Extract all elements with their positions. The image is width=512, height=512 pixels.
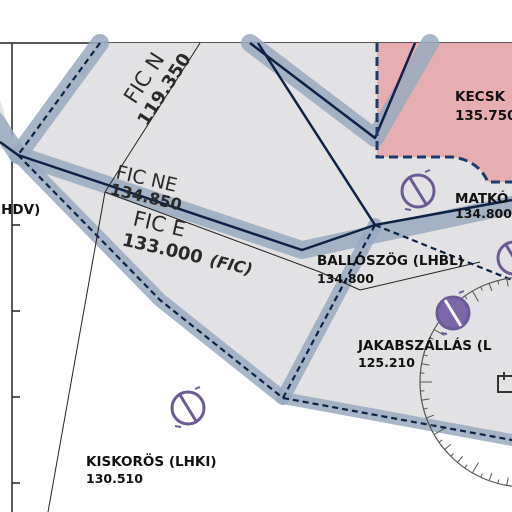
airfield-name: BALLÓSZÖG (LHBL) <box>317 251 464 269</box>
compass-tick <box>472 290 479 302</box>
airfield-kecsk[interactable]: KECSK 135.750 <box>455 89 512 124</box>
route-lines <box>0 42 512 252</box>
navaid-icon-matko <box>400 169 436 211</box>
compass-tick <box>457 455 464 463</box>
airport-symbol-icon <box>497 372 512 393</box>
compass-tick <box>464 464 468 469</box>
frame-ticks <box>12 224 20 484</box>
compass-tick <box>429 337 434 340</box>
airfield-frequency: 135.750 <box>455 108 512 124</box>
airfield-name: KISKORÖS (LHKI) <box>86 452 217 470</box>
airfield-name: JAKABSZÁLLÁS (L <box>357 337 492 354</box>
airfield-jakabszallas[interactable]: JAKABSZÁLLÁS (L 125.210 <box>357 337 492 370</box>
compass-tick <box>423 354 428 357</box>
compass-tick <box>506 477 509 486</box>
airfield-ballószög[interactable]: BALLÓSZÖG (LHBL) 134.800 <box>317 251 464 286</box>
airfield-matko[interactable]: MATKÓ 134.800 <box>455 189 512 221</box>
partial-airfield-label: .HDV) <box>0 202 40 218</box>
compass-tick <box>421 363 430 366</box>
compass-tick <box>421 398 430 401</box>
compass-tick <box>497 479 500 484</box>
compass-tick <box>426 414 435 419</box>
navaid-icon-kiskoros <box>170 386 206 428</box>
compass-tick <box>438 439 443 443</box>
compass-tick <box>450 453 454 457</box>
airfield-name: MATKÓ <box>455 189 508 207</box>
fir-boundaries <box>17 42 512 442</box>
restricted-area-border <box>375 43 512 184</box>
airfield-name: KECSK <box>455 89 506 105</box>
airfield-frequency: 130.510 <box>86 471 143 486</box>
navaid-icon-jakabszallas <box>435 290 471 335</box>
compass-tick <box>423 407 428 410</box>
compass-tick <box>480 473 483 478</box>
navaid-icon-edge <box>496 240 512 276</box>
compass-tick <box>433 428 445 435</box>
compass-tick <box>480 286 483 291</box>
airfield-frequency: 125.210 <box>358 355 415 370</box>
compass-tick <box>472 462 479 474</box>
airfield-frequency: 134.800 <box>455 206 512 221</box>
compass-tick <box>488 283 493 292</box>
compass-tick <box>426 345 435 350</box>
compass-tick <box>506 278 509 287</box>
grid-lines <box>47 42 481 512</box>
airfield-frequency: 134.800 <box>317 271 374 286</box>
compass-tick <box>464 295 468 300</box>
compass-tick <box>433 329 445 336</box>
airfield-kiskoros[interactable]: KISKORÖS (LHKI) 130.510 <box>86 452 217 486</box>
compass-tick <box>488 472 493 481</box>
compass-tick <box>429 424 434 427</box>
compass-tick <box>444 443 452 450</box>
compass-tick <box>497 280 500 285</box>
